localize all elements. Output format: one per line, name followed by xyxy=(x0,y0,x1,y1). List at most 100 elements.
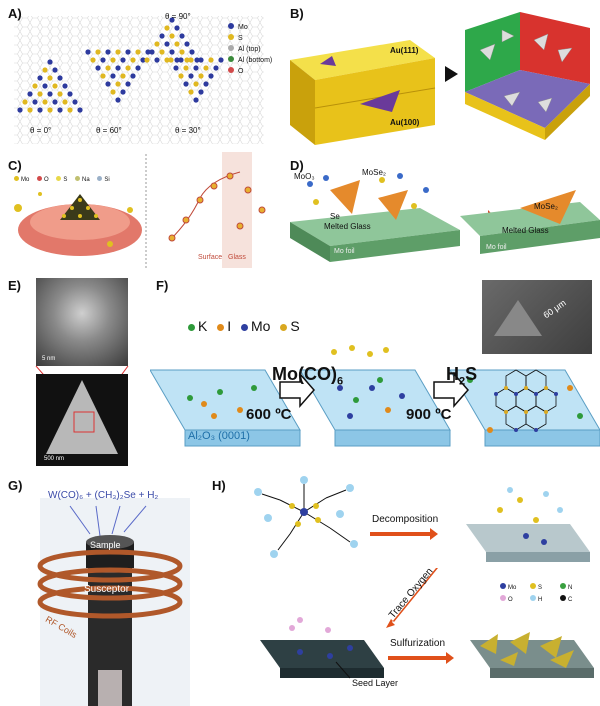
panel-g-reactor-figure xyxy=(37,498,190,706)
lattice-atom xyxy=(174,57,180,63)
seed-layer-label: Seed Layer xyxy=(352,678,399,688)
o-dot-icon xyxy=(500,595,506,601)
lattice-atom xyxy=(77,107,83,113)
lattice-atom xyxy=(125,81,131,87)
legend-item: O xyxy=(228,66,272,77)
mo-dot-icon xyxy=(14,176,19,181)
lattice-atom xyxy=(208,57,214,63)
lattice-atom xyxy=(164,41,170,47)
panel-a: A) θ = 90° θ = 0° θ = 60° θ = 30° Mo S A… xyxy=(0,0,290,150)
lattice-atom xyxy=(67,107,73,113)
lattice-atom xyxy=(42,99,48,105)
moo3-label: MoO₃ xyxy=(294,172,315,181)
lattice-atom xyxy=(130,57,136,63)
lattice-atom xyxy=(47,75,53,81)
s-dot-icon xyxy=(530,583,536,589)
angle-90-label: θ = 90° xyxy=(165,12,191,21)
lattice-atom xyxy=(57,91,63,97)
lattice-atom xyxy=(213,65,219,71)
mo-dot-icon xyxy=(241,324,249,331)
panel-f-legend: K I Mo S xyxy=(188,318,300,334)
lattice-atom xyxy=(198,57,204,63)
i-dot-icon xyxy=(217,324,225,331)
n-dot-icon xyxy=(560,583,566,589)
panel-b-label: B) xyxy=(290,6,304,21)
lattice-atom xyxy=(130,73,136,79)
scale-500nm-label: 500 nm xyxy=(44,456,65,462)
lattice-atom xyxy=(57,107,63,113)
lattice-atom xyxy=(27,91,33,97)
melted-glass-left-label: Melted Glass xyxy=(324,222,371,231)
si-dot-icon xyxy=(97,176,103,181)
s-dot-icon xyxy=(56,176,62,181)
panel-a-legend: Mo S Al (top) Al (bottom) O xyxy=(228,22,272,77)
lattice-atom xyxy=(100,73,106,79)
lattice-atom xyxy=(115,49,121,55)
mose2-right-label: MoSe₂ xyxy=(534,202,559,211)
lattice-atom xyxy=(178,57,184,63)
mo-dot-icon xyxy=(500,583,506,589)
s-dot-icon xyxy=(228,34,234,40)
glass-label: Glass xyxy=(228,254,246,261)
lattice-atom xyxy=(105,65,111,71)
decomposition-label: Decomposition xyxy=(372,514,439,525)
o-dot-icon xyxy=(37,176,43,181)
temp-600-label: 600 ºC xyxy=(246,406,292,423)
legend-item: K xyxy=(188,318,207,334)
optical-image xyxy=(482,280,592,354)
legend-item: S xyxy=(228,33,272,44)
lattice-atom xyxy=(164,57,170,63)
au111-label: Au(111) xyxy=(390,46,419,55)
lattice-atom xyxy=(52,83,58,89)
panel-b-substrate-figure xyxy=(290,12,590,145)
lattice-atom xyxy=(110,73,116,79)
lattice-atom xyxy=(32,99,38,105)
legend-item: H xyxy=(530,594,560,606)
angle-60-label: θ = 60° xyxy=(96,126,122,135)
lattice-atom xyxy=(184,57,190,63)
lattice-atom xyxy=(188,89,194,95)
lattice-atom xyxy=(115,81,121,87)
na-dot-icon xyxy=(75,176,81,181)
lattice-atom xyxy=(110,89,116,95)
lattice-atom xyxy=(193,97,199,103)
mo-foil-left-label: Mo foil xyxy=(334,248,355,255)
sulfurization-label: Sulfurization xyxy=(390,638,446,649)
lattice-atom xyxy=(174,25,180,31)
lattice-atom xyxy=(32,83,38,89)
angle-30-label: θ = 30° xyxy=(175,126,201,135)
lattice-atom xyxy=(169,17,175,23)
lattice-atom xyxy=(168,57,174,63)
lattice-atom xyxy=(110,57,116,63)
al-top-dot-icon xyxy=(228,45,234,51)
lattice-atom xyxy=(52,67,58,73)
lattice-atom xyxy=(120,73,126,79)
panel-c-droplet-figure xyxy=(14,152,266,268)
lattice-atom xyxy=(37,75,43,81)
lattice-atom xyxy=(95,49,101,55)
lattice-atom xyxy=(125,49,131,55)
lattice-atom xyxy=(154,41,160,47)
legend-item: Si xyxy=(97,176,110,183)
lattice-atom xyxy=(189,49,195,55)
lattice-atom xyxy=(145,49,151,55)
susceptor-label: Susceptor xyxy=(84,584,130,595)
lattice-atom xyxy=(37,91,43,97)
legend-item: O xyxy=(37,176,49,183)
lattice-atom xyxy=(135,65,141,71)
lattice-atom xyxy=(149,49,155,55)
lattice-atom xyxy=(169,33,175,39)
lattice-atom xyxy=(144,57,150,63)
legend-item: Mo xyxy=(241,318,270,334)
c-dot-icon xyxy=(560,595,566,601)
lattice-atom xyxy=(159,33,165,39)
mo-dot-icon xyxy=(228,23,234,29)
mose2-left-label: MoSe₂ xyxy=(362,168,387,177)
lattice-atom xyxy=(17,107,23,113)
panel-e-triangle-figure xyxy=(35,365,129,466)
al-bottom-dot-icon xyxy=(228,56,234,62)
legend-item: C xyxy=(560,594,590,606)
lattice-atom xyxy=(90,57,96,63)
lattice-atom xyxy=(120,57,126,63)
panel-b: B) Au(111) Au(100) xyxy=(290,0,600,150)
